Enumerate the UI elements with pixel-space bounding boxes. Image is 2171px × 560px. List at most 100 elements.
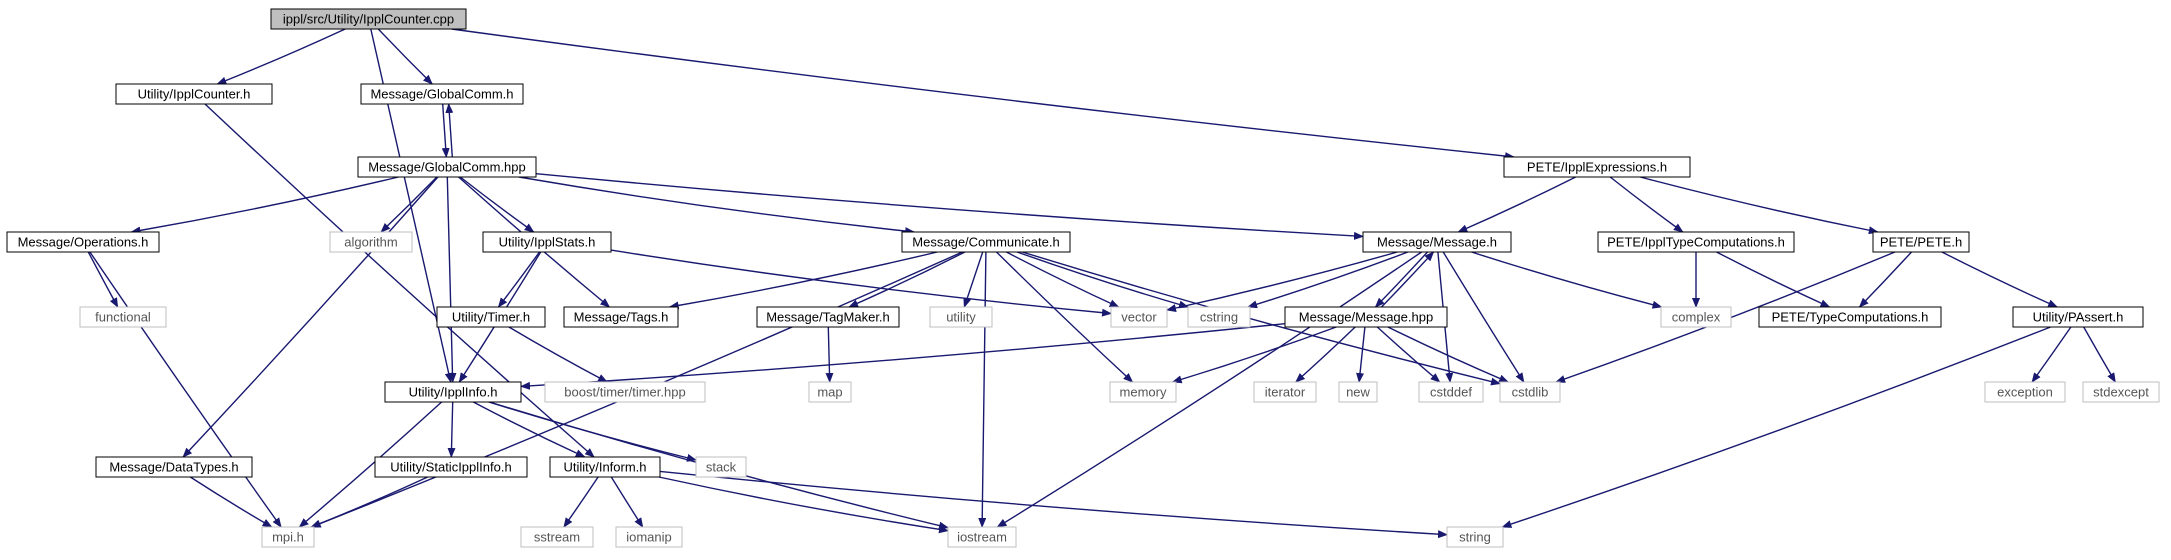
node-label: Message/Message.hpp: [1299, 310, 1433, 325]
node-datatypes-h[interactable]: Message/DataTypes.h: [95, 456, 253, 478]
node-root[interactable]: ippl/src/Utility/IpplCounter.cpp: [270, 8, 467, 30]
edge-message_hpp-to-new: [1356, 326, 1366, 383]
node-box: [1362, 231, 1512, 253]
node-box: [947, 526, 1017, 548]
node-iterator: iterator: [1253, 381, 1317, 403]
node-typecomputations-h[interactable]: PETE/TypeComputations.h: [1758, 306, 1942, 328]
node-label: Utility/PAssert.h: [2033, 310, 2124, 325]
node-tags-h[interactable]: Message/Tags.h: [563, 306, 679, 328]
node-box: [1110, 306, 1168, 328]
node-pete-h[interactable]: PETE/PETE.h: [1872, 231, 1970, 253]
node-box: [544, 381, 706, 403]
node-cstdlib: cstdlib: [1499, 381, 1561, 403]
edge-ipplinfo_h-to-staticipplinfo_h: [447, 401, 456, 458]
edge-root-to-ipplinfo_h: [370, 28, 453, 383]
node-box: [808, 381, 852, 403]
node-ipplinfo-h[interactable]: Utility/IpplInfo.h: [384, 381, 522, 403]
node-label: iterator: [1265, 385, 1306, 400]
edge-communicate_h-to-vector: [1006, 251, 1120, 308]
node-operations-h[interactable]: Message/Operations.h: [6, 231, 160, 253]
node-box: [1597, 231, 1795, 253]
node-ipplstats-h[interactable]: Utility/IpplStats.h: [482, 231, 612, 253]
node-message-h[interactable]: Message/Message.h: [1362, 231, 1512, 253]
edge-message_hpp-to-ipplinfo_h: [520, 323, 1286, 390]
edge-ipplstats_h-to-timer_h: [497, 251, 541, 308]
edge-operations_h-to-mpi_h: [89, 251, 282, 528]
node-box: [2082, 381, 2160, 403]
node-box: [482, 231, 612, 253]
node-label: Message/GlobalComm.hpp: [368, 160, 526, 175]
node-label: PETE/PETE.h: [1880, 235, 1962, 250]
node-label: map: [817, 385, 842, 400]
node-globalcomm-hpp[interactable]: Message/GlobalComm.hpp: [357, 156, 537, 178]
node-box: [1446, 526, 1504, 548]
node-box: [1253, 381, 1317, 403]
node-box: [329, 231, 413, 253]
edges: [87, 28, 2116, 539]
edge-globalcomm_h-to-globalcomm_hpp: [441, 103, 450, 158]
node-timer-h[interactable]: Utility/Timer.h: [436, 306, 546, 328]
node-ippltypecomputations-h[interactable]: PETE/IpplTypeComputations.h: [1597, 231, 1795, 253]
node-box: [695, 456, 747, 478]
edge-communicate_h-to-iostream: [978, 251, 987, 528]
node-communicate-h[interactable]: Message/Communicate.h: [901, 231, 1071, 253]
node-box: [1338, 381, 1378, 403]
edge-globalcomm_hpp-to-ipplinfo_h: [446, 176, 457, 383]
node-message-hpp[interactable]: Message/Message.hpp: [1284, 306, 1448, 328]
edge-pete_h-to-passert_h: [1941, 251, 2059, 308]
node-box: [520, 526, 594, 548]
edge-datatypes_h-to-mpi_h: [189, 476, 273, 528]
node-box: [1503, 156, 1691, 178]
edge-inform_h-to-string: [659, 470, 1448, 539]
node-complex: complex: [1660, 306, 1732, 328]
node-inform-h[interactable]: Utility/Inform.h: [549, 456, 661, 478]
node-utility: utility: [929, 306, 993, 328]
node-algorithm: algorithm: [329, 231, 413, 253]
node-tagmaker-h[interactable]: Message/TagMaker.h: [756, 306, 900, 328]
node-label: iostream: [957, 530, 1007, 545]
edge-passert_h-to-string: [1501, 326, 2051, 528]
node-label: vector: [1121, 310, 1157, 325]
node-passert-h[interactable]: Utility/PAssert.h: [2012, 306, 2144, 328]
node-box: [1758, 306, 1942, 328]
edge-globalcomm_hpp-to-message_h: [535, 173, 1364, 240]
node-label: ippl/src/Utility/IpplCounter.cpp: [283, 12, 454, 27]
edge-message_hpp-to-iterator: [1295, 326, 1356, 383]
node-cstring: cstring: [1187, 306, 1251, 328]
node-globalcomm-h[interactable]: Message/GlobalComm.h: [360, 83, 524, 105]
edge-communicate_h-to-cstring: [1016, 251, 1189, 309]
edge-communicate_h-to-cstdlib: [1022, 251, 1501, 386]
node-box: [1187, 306, 1251, 328]
edge-message_h-to-cstring: [1247, 251, 1409, 309]
node-box: [115, 83, 273, 105]
node-ipplexpressions-h[interactable]: PETE/IpplExpressions.h: [1503, 156, 1691, 178]
node-box: [901, 231, 1071, 253]
node-box: [360, 83, 524, 105]
node-box: [1418, 381, 1484, 403]
edge-root-to-ipplexpressions_h: [451, 28, 1515, 161]
node-functional: functional: [79, 306, 167, 328]
node-label: mpi.h: [272, 530, 304, 545]
node-sstream: sstream: [520, 526, 594, 548]
edge-ipplstats_h-to-vector: [610, 249, 1112, 317]
node-mpi-h: mpi.h: [261, 526, 315, 548]
node-box: [756, 306, 900, 328]
node-label: complex: [1672, 310, 1721, 325]
node-box: [615, 526, 683, 548]
node-box: [563, 306, 679, 328]
node-box: [357, 156, 537, 178]
node-ipplcounter-h[interactable]: Utility/IpplCounter.h: [115, 83, 273, 105]
nodes: ippl/src/Utility/IpplCounter.cppUtility/…: [6, 8, 2160, 548]
node-label: exception: [1997, 385, 2053, 400]
node-label: PETE/IpplTypeComputations.h: [1607, 235, 1785, 250]
edge-ipplexpressions_h-to-message_h: [1457, 176, 1577, 233]
node-staticipplinfo-h[interactable]: Utility/StaticIpplInfo.h: [374, 456, 528, 478]
edge-message_h-to-complex: [1471, 251, 1663, 309]
edge-communicate_h-to-memory: [996, 251, 1134, 383]
edge-staticipplinfo_h-to-mpi_h: [310, 476, 428, 528]
edge-globalcomm_hpp-to-algorithm: [380, 176, 438, 233]
node-label: Message/Communicate.h: [912, 235, 1059, 250]
edge-tagmaker_h-to-map: [825, 326, 834, 383]
edge-message_hpp-to-message_h: [1380, 251, 1435, 308]
